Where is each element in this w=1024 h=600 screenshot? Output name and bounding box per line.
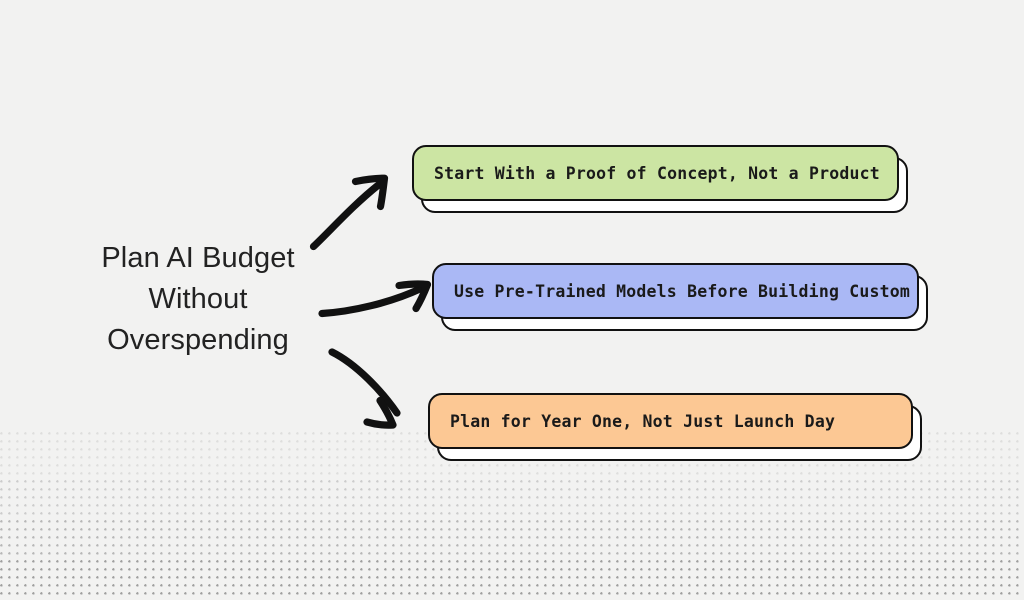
node-proof-of-concept[interactable]: Start With a Proof of Concept, Not a Pro… [412, 145, 908, 213]
node-face[interactable]: Plan for Year One, Not Just Launch Day [428, 393, 913, 449]
dot-texture-band [0, 560, 1024, 600]
node-label: Plan for Year One, Not Just Launch Day [450, 411, 836, 431]
node-face[interactable]: Use Pre-Trained Models Before Building C… [432, 263, 919, 319]
dot-texture-band [0, 520, 1024, 560]
diagram-title: Plan AI Budget Without Overspending [101, 242, 295, 356]
arrow-to-node-1-icon [309, 174, 389, 251]
node-pretrained-models[interactable]: Use Pre-Trained Models Before Building C… [432, 263, 928, 331]
node-label: Use Pre-Trained Models Before Building C… [454, 281, 911, 301]
node-face[interactable]: Start With a Proof of Concept, Not a Pro… [412, 145, 899, 201]
arrow-to-node-3-icon [328, 348, 401, 429]
node-plan-year-one[interactable]: Plan for Year One, Not Just Launch Day [428, 393, 922, 461]
node-label: Start With a Proof of Concept, Not a Pro… [434, 163, 880, 183]
dot-texture-band [0, 480, 1024, 520]
